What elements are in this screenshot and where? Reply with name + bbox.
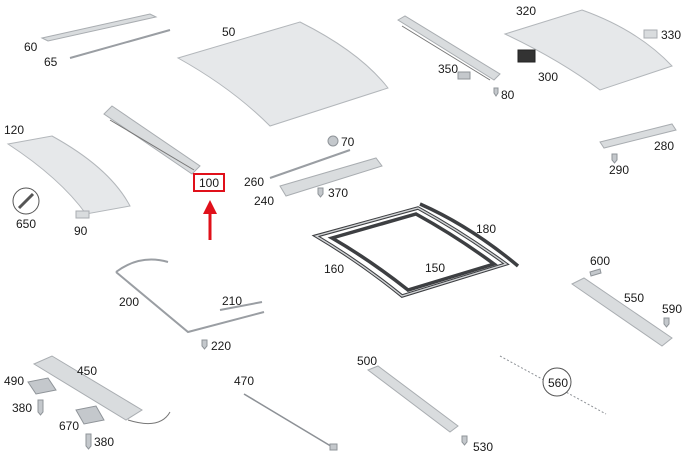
part-label-120[interactable]: 120 — [4, 123, 25, 137]
part-label-200[interactable]: 200 — [119, 295, 140, 309]
part-label-50[interactable]: 50 — [222, 25, 236, 39]
part-label-500[interactable]: 500 — [357, 354, 378, 368]
part-label-670[interactable]: 670 — [59, 419, 80, 433]
part-label-90[interactable]: 90 — [74, 224, 88, 238]
part-260-illustration — [269, 149, 351, 179]
part-530-illustration — [461, 435, 468, 446]
part-70-illustration — [327, 135, 339, 147]
part-500-illustration — [366, 365, 459, 433]
part-550-illustration — [571, 277, 673, 347]
part-label-70[interactable]: 70 — [341, 135, 355, 149]
part-650-illustration — [12, 187, 40, 215]
part-50-illustration — [176, 21, 389, 127]
part-label-380-a[interactable]: 380 — [12, 401, 33, 415]
part-label-380-b[interactable]: 380 — [94, 435, 115, 449]
part-label-180[interactable]: 180 — [476, 222, 497, 236]
part-label-600[interactable]: 600 — [590, 254, 611, 268]
part-280-illustration — [599, 123, 677, 149]
part-label-210[interactable]: 210 — [222, 294, 243, 308]
part-490-illustration — [27, 377, 57, 395]
part-label-260[interactable]: 260 — [244, 175, 265, 189]
part-380b-illustration — [85, 433, 92, 450]
part-label-150[interactable]: 150 — [425, 261, 446, 275]
part-240-illustration — [279, 157, 383, 197]
part-120-illustration — [6, 135, 131, 215]
part-label-490[interactable]: 490 — [4, 374, 25, 388]
part-60-illustration — [40, 13, 171, 59]
part-600-illustration — [589, 268, 602, 277]
part-label-290[interactable]: 290 — [609, 163, 630, 177]
highlight-arrow — [203, 200, 217, 240]
part-220-illustration — [201, 339, 208, 350]
part-label-280[interactable]: 280 — [654, 139, 675, 153]
part-label-330[interactable]: 330 — [661, 28, 682, 42]
seal-frame-illustration — [311, 202, 520, 298]
part-label-590[interactable]: 590 — [662, 302, 683, 316]
part-590-illustration — [663, 317, 670, 328]
part-350-illustration — [397, 15, 501, 97]
part-label-60[interactable]: 60 — [24, 40, 38, 54]
part-label-370[interactable]: 370 — [328, 186, 349, 200]
part-label-470[interactable]: 470 — [234, 374, 255, 388]
part-90-illustration — [75, 210, 90, 219]
part-320-illustration — [503, 9, 673, 91]
part-670-illustration — [75, 405, 105, 425]
part-label-220[interactable]: 220 — [211, 339, 232, 353]
part-label-550[interactable]: 550 — [624, 291, 645, 305]
part-label-650[interactable]: 650 — [16, 217, 37, 231]
part-label-530[interactable]: 530 — [473, 440, 494, 454]
part-330-illustration — [643, 29, 658, 39]
part-370-illustration — [317, 187, 324, 198]
part-470-illustration — [243, 393, 338, 451]
part-label-300[interactable]: 300 — [538, 70, 559, 84]
part-label-320[interactable]: 320 — [516, 4, 537, 18]
part-label-450[interactable]: 450 — [77, 364, 98, 378]
part-200-illustration — [115, 258, 265, 334]
part-label-560[interactable]: 560 — [548, 376, 569, 390]
part-380-illustration — [37, 399, 44, 416]
part-label-350[interactable]: 350 — [438, 62, 459, 76]
part-560-illustration — [499, 355, 607, 415]
part-label-65[interactable]: 65 — [44, 55, 58, 69]
part-label-80[interactable]: 80 — [501, 88, 515, 102]
part-100-illustration — [103, 105, 201, 175]
part-290-illustration — [611, 153, 618, 164]
part-label-240[interactable]: 240 — [254, 194, 275, 208]
part-label-160[interactable]: 160 — [324, 262, 345, 276]
part-210-illustration — [219, 301, 263, 311]
part-300-illustration — [517, 49, 536, 63]
part-450-illustration — [32, 355, 171, 425]
part-label-100-highlighted[interactable]: 100 — [193, 173, 226, 192]
